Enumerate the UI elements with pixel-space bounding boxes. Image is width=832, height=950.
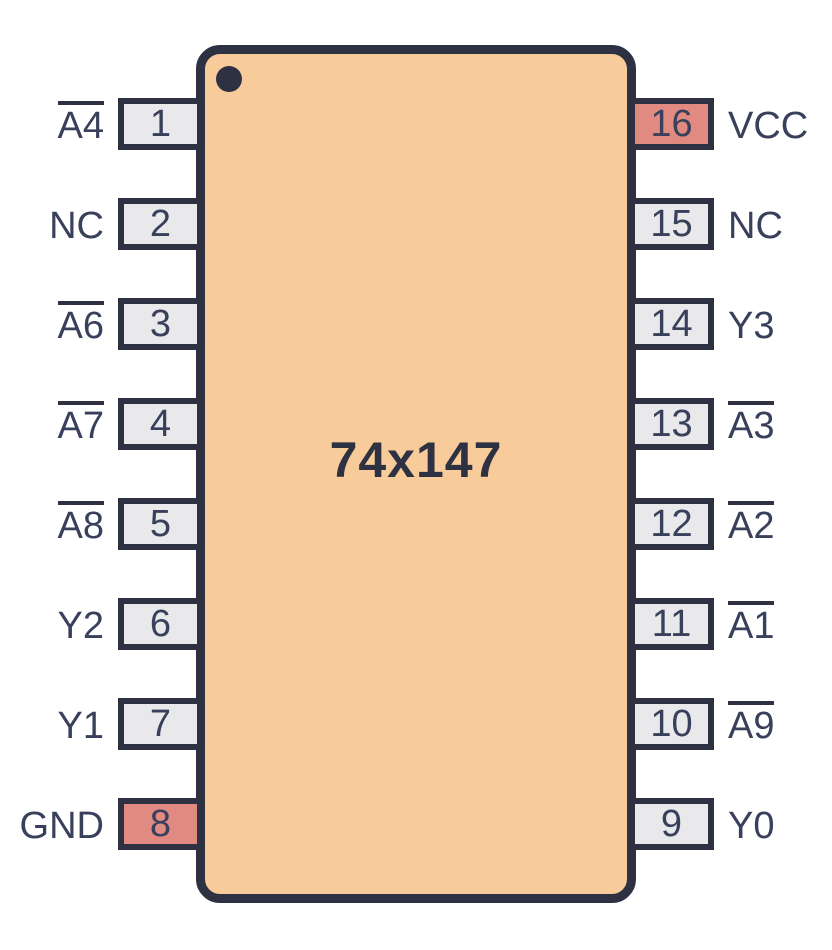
pin-1-label: A4 xyxy=(57,100,104,147)
pin-row-5: A8 5 xyxy=(0,498,203,550)
pin-row-7: Y1 7 xyxy=(0,698,203,750)
pin-label: A3 xyxy=(714,400,775,448)
pin-4-number-box: 4 xyxy=(118,398,203,450)
pin-label: NC xyxy=(0,201,118,248)
pin-6-number-box: 6 xyxy=(118,598,203,650)
pin-14-number: 14 xyxy=(650,302,693,345)
pin-1-number-box: 1 xyxy=(118,98,203,150)
pin-7-number: 7 xyxy=(149,702,172,745)
pin-9-number: 9 xyxy=(660,802,683,845)
pin-4-label: A7 xyxy=(57,400,104,447)
pin-row-15: 15 NC xyxy=(629,198,832,250)
pin-8-label: GND xyxy=(19,804,104,847)
pin-label: A6 xyxy=(0,300,118,348)
pin-10-number: 10 xyxy=(650,702,693,745)
pin-3-number-box: 3 xyxy=(118,298,203,350)
pin-16-number: 16 xyxy=(650,102,693,145)
pin-label: NC xyxy=(714,201,783,248)
pin-11-number-box: 11 xyxy=(629,598,714,650)
pin-15-label: NC xyxy=(728,204,783,247)
pin-label: Y2 xyxy=(0,601,118,648)
pin-13-label: A3 xyxy=(728,400,775,447)
pin-6-number: 6 xyxy=(149,602,172,645)
pin-label: Y3 xyxy=(714,301,774,348)
pin-2-number-box: 2 xyxy=(118,198,203,250)
pin-9-label: Y0 xyxy=(728,804,775,847)
pin-row-8: GND 8 xyxy=(0,798,203,850)
pin-9-number-box: 9 xyxy=(629,798,714,850)
pin-row-11: 11 A1 xyxy=(629,598,832,650)
pin-7-label: Y1 xyxy=(57,704,104,747)
pin-16-number-box: 16 xyxy=(629,98,714,150)
pin-label: Y0 xyxy=(714,801,774,848)
pin-3-number: 3 xyxy=(149,302,172,345)
pin-11-label: A1 xyxy=(728,600,775,647)
pin-14-number-box: 14 xyxy=(629,298,714,350)
pin-label: VCC xyxy=(714,101,808,148)
pin-8-number: 8 xyxy=(149,802,172,845)
pin-5-number: 5 xyxy=(149,502,172,545)
pin-8-number-box: 8 xyxy=(118,798,203,850)
pin-row-6: Y2 6 xyxy=(0,598,203,650)
pin-11-number: 11 xyxy=(651,602,692,645)
pin-row-2: NC 2 xyxy=(0,198,203,250)
pin-5-label: A8 xyxy=(57,500,104,547)
pin-12-label: A2 xyxy=(728,500,775,547)
pin-row-10: 10 A9 xyxy=(629,698,832,750)
pin-row-16: 16 VCC xyxy=(629,98,832,150)
pin-label: Y1 xyxy=(0,701,118,748)
pin-14-label: Y3 xyxy=(728,304,775,347)
pin-label: A2 xyxy=(714,500,775,548)
pin-row-14: 14 Y3 xyxy=(629,298,832,350)
pin-7-number-box: 7 xyxy=(118,698,203,750)
chip-body: 74x147 xyxy=(196,45,636,903)
pin-13-number-box: 13 xyxy=(629,398,714,450)
pin-3-label: A6 xyxy=(57,300,104,347)
pin-row-3: A6 3 xyxy=(0,298,203,350)
pin-16-label: VCC xyxy=(728,104,809,147)
chip-label: 74x147 xyxy=(329,432,503,488)
pin-label: A9 xyxy=(714,700,775,748)
pin-label: A4 xyxy=(0,100,118,148)
pin-row-13: 13 A3 xyxy=(629,398,832,450)
pin-10-number-box: 10 xyxy=(629,698,714,750)
pin-row-9: 9 Y0 xyxy=(629,798,832,850)
pin-15-number: 15 xyxy=(650,202,693,245)
pin1-indicator-dot xyxy=(216,66,242,92)
pin-4-number: 4 xyxy=(149,402,172,445)
pin-5-number-box: 5 xyxy=(118,498,203,550)
pin-row-1: A4 1 xyxy=(0,98,203,150)
pin-10-label: A9 xyxy=(728,700,775,747)
pin-15-number-box: 15 xyxy=(629,198,714,250)
pin-2-number: 2 xyxy=(149,202,172,245)
pin-13-number: 13 xyxy=(650,402,693,445)
pin-12-number: 12 xyxy=(650,502,693,545)
pin-6-label: Y2 xyxy=(57,604,104,647)
pin-label: A8 xyxy=(0,500,118,548)
pin-label: A1 xyxy=(714,600,775,648)
pin-1-number: 1 xyxy=(149,102,172,145)
pin-row-12: 12 A2 xyxy=(629,498,832,550)
pin-2-label: NC xyxy=(49,204,104,247)
pin-row-4: A7 4 xyxy=(0,398,203,450)
pin-12-number-box: 12 xyxy=(629,498,714,550)
pin-label: A7 xyxy=(0,400,118,448)
pin-label: GND xyxy=(0,801,118,848)
